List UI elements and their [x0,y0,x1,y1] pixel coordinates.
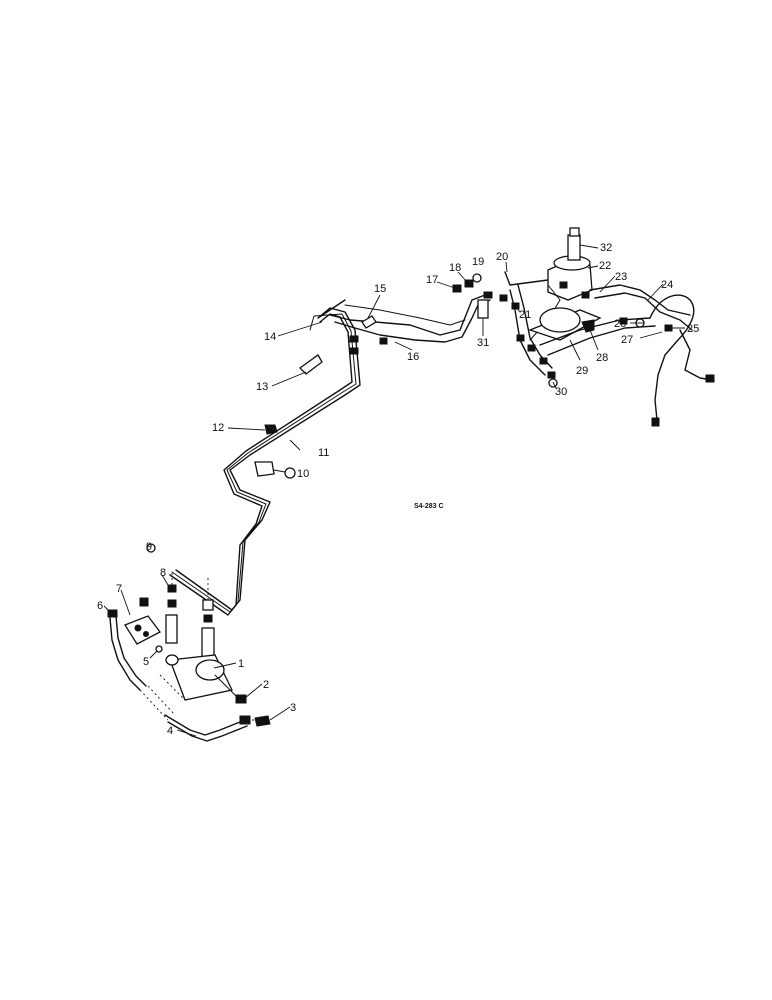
hose-6 [109,617,141,691]
callout-1: 1 [238,658,244,670]
pump-cap-32 [569,227,580,237]
callout-23: 23 [615,271,627,283]
lower-assembly [107,543,271,742]
fitting-17 [452,284,462,293]
callout-14: 14 [264,331,276,343]
pipe-4-end [239,715,251,725]
callout-27: 27 [621,334,633,346]
fitting-18 [464,279,474,288]
fitting-15a [349,335,359,343]
pipe-24-end [651,417,660,427]
pipe-clips [254,315,388,479]
callout-30: 30 [555,386,567,398]
fitting-8a [167,584,177,593]
pipe-4 [164,714,246,736]
callout-11: 11 [318,447,329,459]
callout-3: 3 [290,702,296,714]
callout-25: 25 [687,323,699,335]
callout-16: 16 [407,351,419,363]
callout-10: 10 [297,468,309,480]
plug-9 [146,543,156,553]
hose-6-end [107,609,118,618]
clip-10-ring [284,467,296,479]
fitting-16a [379,337,388,345]
callout-26: 26 [614,318,626,330]
pipe-16 [329,294,486,336]
fitting-8e [203,614,213,623]
pipe-16-b [334,299,491,343]
injector-line-29 [539,317,651,346]
pump-assembly [452,227,715,427]
fuel-line-20 [504,271,549,286]
callout-24: 24 [661,279,673,291]
pipe-24-loop [649,294,695,421]
fitting-8b [167,599,177,608]
bolt-28 [581,319,595,333]
fitting-8f [201,627,215,659]
pipe-25-end [705,374,715,383]
pipe-16-c [344,304,466,326]
fitting-2 [235,694,247,704]
pipe-14 [171,313,357,613]
washer-5 [155,645,163,653]
callout-2: 2 [263,679,269,691]
pipe-11-outer [175,299,361,611]
main-pipe-assembly [169,294,491,616]
callout-7: 7 [116,583,122,595]
reference-code: S4-283 C [414,503,444,510]
pipe-25 [679,329,713,381]
pipe-11-inner [169,313,353,616]
callout-31: 31 [477,337,489,349]
callout-6: 6 [97,600,103,612]
nut-12 [264,424,278,435]
fitting-15b [349,347,359,355]
callout-4: 4 [167,725,173,737]
callout-29: 29 [576,365,588,377]
callout-5: 5 [143,656,149,668]
bracket-15 [361,315,377,329]
washer-19 [472,273,482,283]
cylinder-1-port [165,654,179,666]
callout-8: 8 [160,567,166,579]
callout-13: 13 [256,381,268,393]
callout-20: 20 [496,251,508,263]
nut-3 [254,715,271,727]
return-line-24 [594,292,693,331]
fitting-31 [477,299,489,319]
return-line-23 [589,284,691,316]
clip-10 [254,461,275,477]
cylinder-1-end [195,659,225,681]
callout-32: 32 [600,242,612,254]
fitting-7a [139,597,149,607]
callout-9: 9 [146,541,152,553]
pump-shaft-32 [567,234,581,261]
block-7 [124,615,161,645]
callout-28: 28 [596,352,608,364]
callout-15: 15 [374,283,386,295]
fitting-8d [202,599,214,611]
hose-6-b [115,615,147,687]
callout-22: 22 [599,260,611,272]
callout-17: 17 [426,274,438,286]
fitting-8c [165,614,178,644]
callout-18: 18 [449,262,461,274]
callouts: 1 2 3 4 5 6 7 8 9 10 11 12 13 14 15 16 1… [97,242,699,737]
callout-19: 19 [472,256,484,268]
pipe-4-b [167,721,248,742]
loop-29 [539,307,581,333]
bracket-13 [299,354,323,375]
callout-21: 21 [519,309,531,321]
leader-lines [103,244,685,737]
callout-12: 12 [212,422,224,434]
